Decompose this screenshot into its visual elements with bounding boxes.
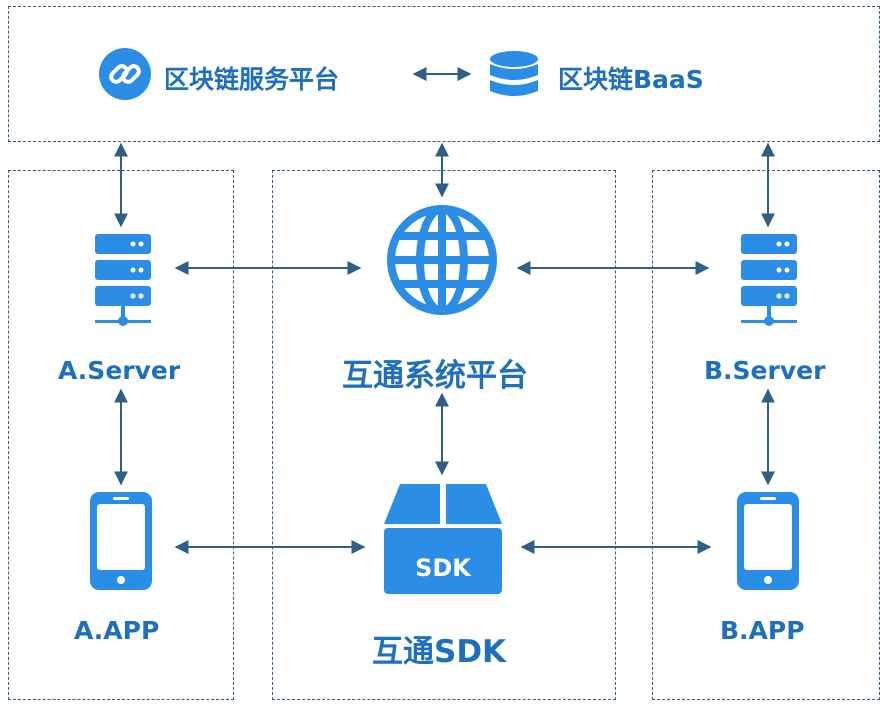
globe-icon	[387, 205, 497, 315]
server-icon	[95, 234, 151, 326]
sdk-badge-text: SDK	[415, 554, 471, 582]
link-icon	[99, 48, 151, 100]
server-icon	[741, 234, 797, 326]
database-icon	[490, 51, 538, 96]
interop-platform-label: 互通系统平台	[342, 358, 528, 394]
a-server-label: A.Server	[58, 356, 181, 385]
b-server-label: B.Server	[704, 356, 826, 385]
phone-icon	[737, 492, 799, 590]
b-app-label: B.APP	[720, 616, 805, 645]
interop-sdk-label: 互通SDK	[372, 634, 507, 670]
blockchain-platform-box	[8, 6, 880, 142]
phone-icon	[90, 492, 152, 590]
blockchain-baas-label: 区块链BaaS	[558, 65, 704, 94]
a-app-label: A.APP	[74, 616, 160, 645]
blockchain-service-label: 区块链服务平台	[164, 65, 340, 94]
sdk-box-icon	[384, 484, 502, 594]
